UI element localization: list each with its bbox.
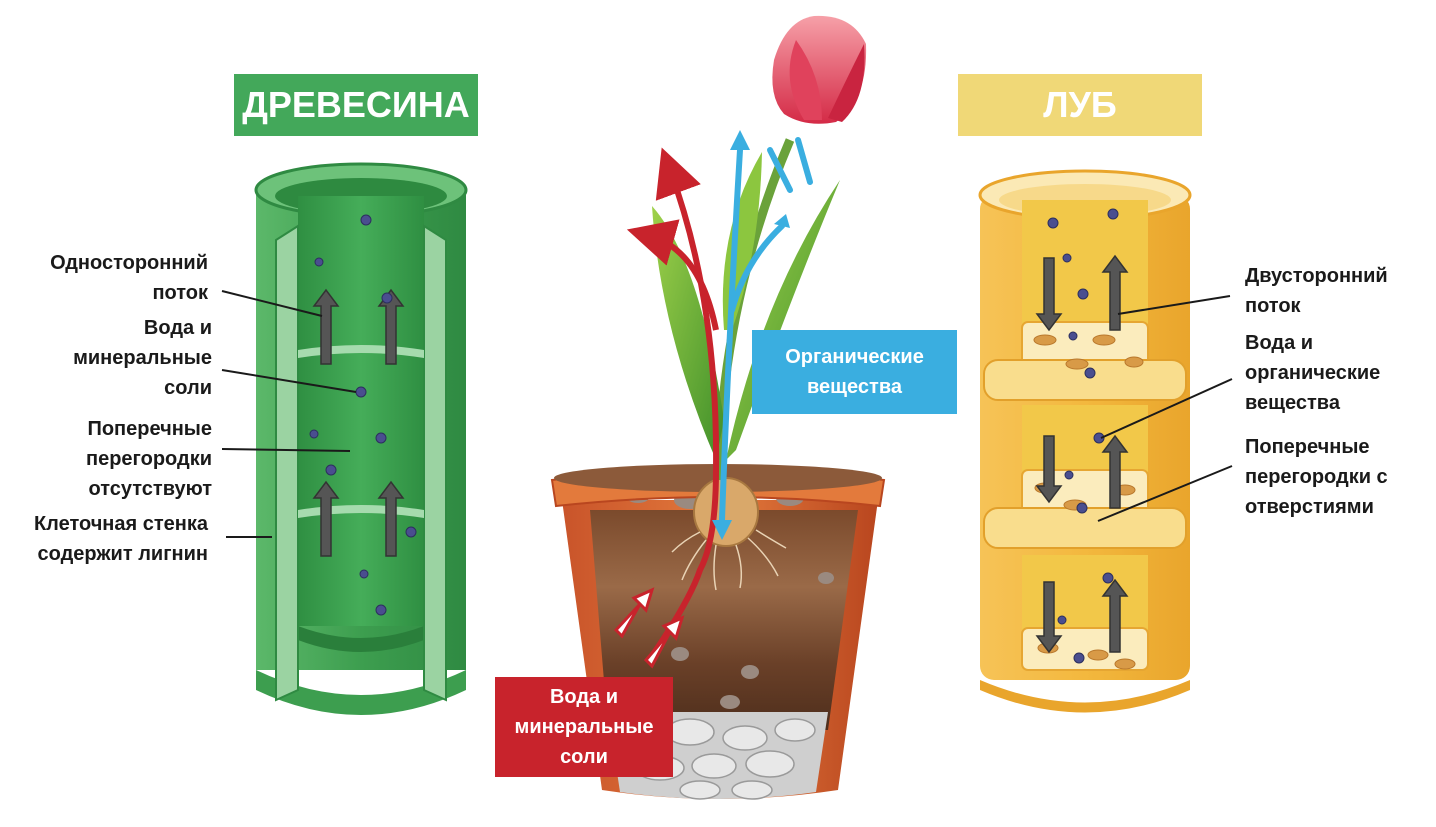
xylem-label-flow: Односторонний поток — [50, 252, 208, 304]
xylem-label-particles: Вода и минеральные соли — [73, 317, 212, 399]
xylem-label-lignin: Клеточная стенка содержит лигнин — [33, 513, 208, 565]
organic-substances-tag: Органические вещества — [752, 330, 957, 414]
xylem-vessel-icon — [254, 162, 468, 715]
phloem-label-flow: Двусторонний поток — [1245, 265, 1388, 317]
xylem-leader-lines — [221, 290, 357, 538]
phloem-title: ЛУБ — [958, 74, 1202, 136]
water-minerals-tag: Вода и минеральные соли — [495, 677, 673, 777]
phloem-title-text: ЛУБ — [1043, 84, 1117, 125]
xylem-title-text: ДРЕВЕСИНА — [242, 84, 470, 125]
phloem-leader-lines — [1097, 295, 1233, 522]
phloem-label-particles: Вода и органические вещества — [1245, 332, 1381, 414]
xylem-label-walls: Поперечные перегородки отсутствуют — [86, 418, 212, 500]
xylem-title: ДРЕВЕСИНА — [234, 74, 478, 136]
phloem-tube-icon — [978, 169, 1192, 713]
phloem-label-plates: Поперечные перегородки с отверстиями — [1245, 436, 1388, 518]
